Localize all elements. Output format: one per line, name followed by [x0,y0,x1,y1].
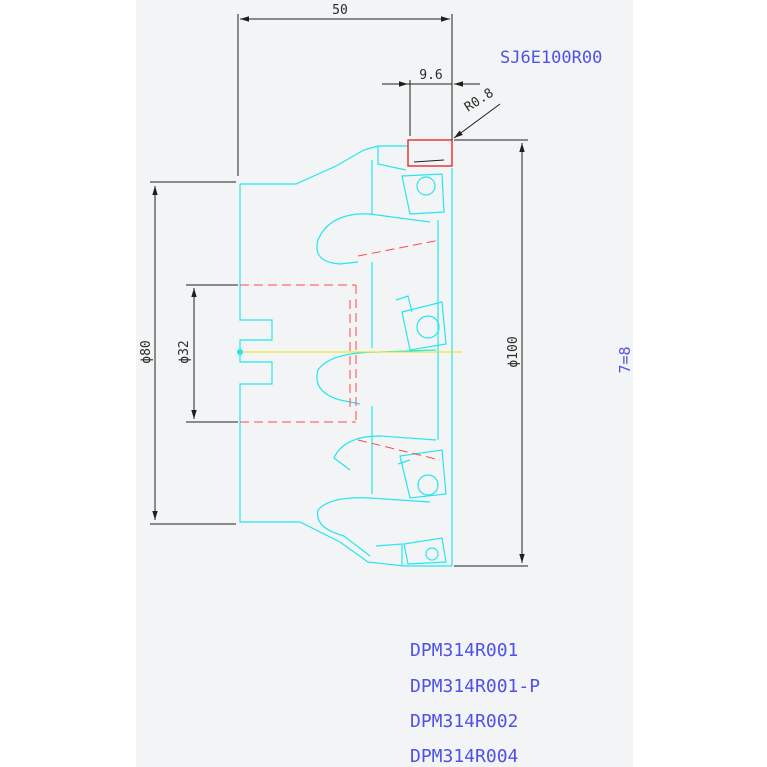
cutter-body-outline [239,145,453,567]
dimension-corner-radius [453,103,501,139]
insert-part-4: DPM314R004 [410,746,518,767]
drawing-panel [136,0,633,767]
hidden-lines [240,239,441,461]
dimension-cutting-diameter [454,139,528,567]
insert-part-list: DPM314R001 DPM314R001-P DPM314R002 DPM31… [410,640,540,767]
model-code: SJ6E100R00 [500,48,602,68]
dimension-insert-width [382,80,480,136]
insert-width-dim-label: 9.6 [419,68,442,83]
dimension-body-diameter [150,181,236,525]
bore-diameter-dim-label: ϕ32 [177,340,192,363]
insert-part-2: DPM314R001-P [410,676,540,697]
dimension-length [237,14,453,176]
insert-highlight-box [407,139,453,167]
cutting-diameter-dim-label: ϕ100 [506,336,521,367]
insert-part-1: DPM314R001 [410,640,518,661]
body-diameter-dim-label: ϕ80 [139,340,154,363]
insert-part-3: DPM314R002 [410,711,518,732]
center-point [237,349,243,355]
insert-count: 7=8 [616,346,634,373]
length-dim-label: 50 [332,3,348,18]
dimension-bore-diameter [186,284,238,423]
